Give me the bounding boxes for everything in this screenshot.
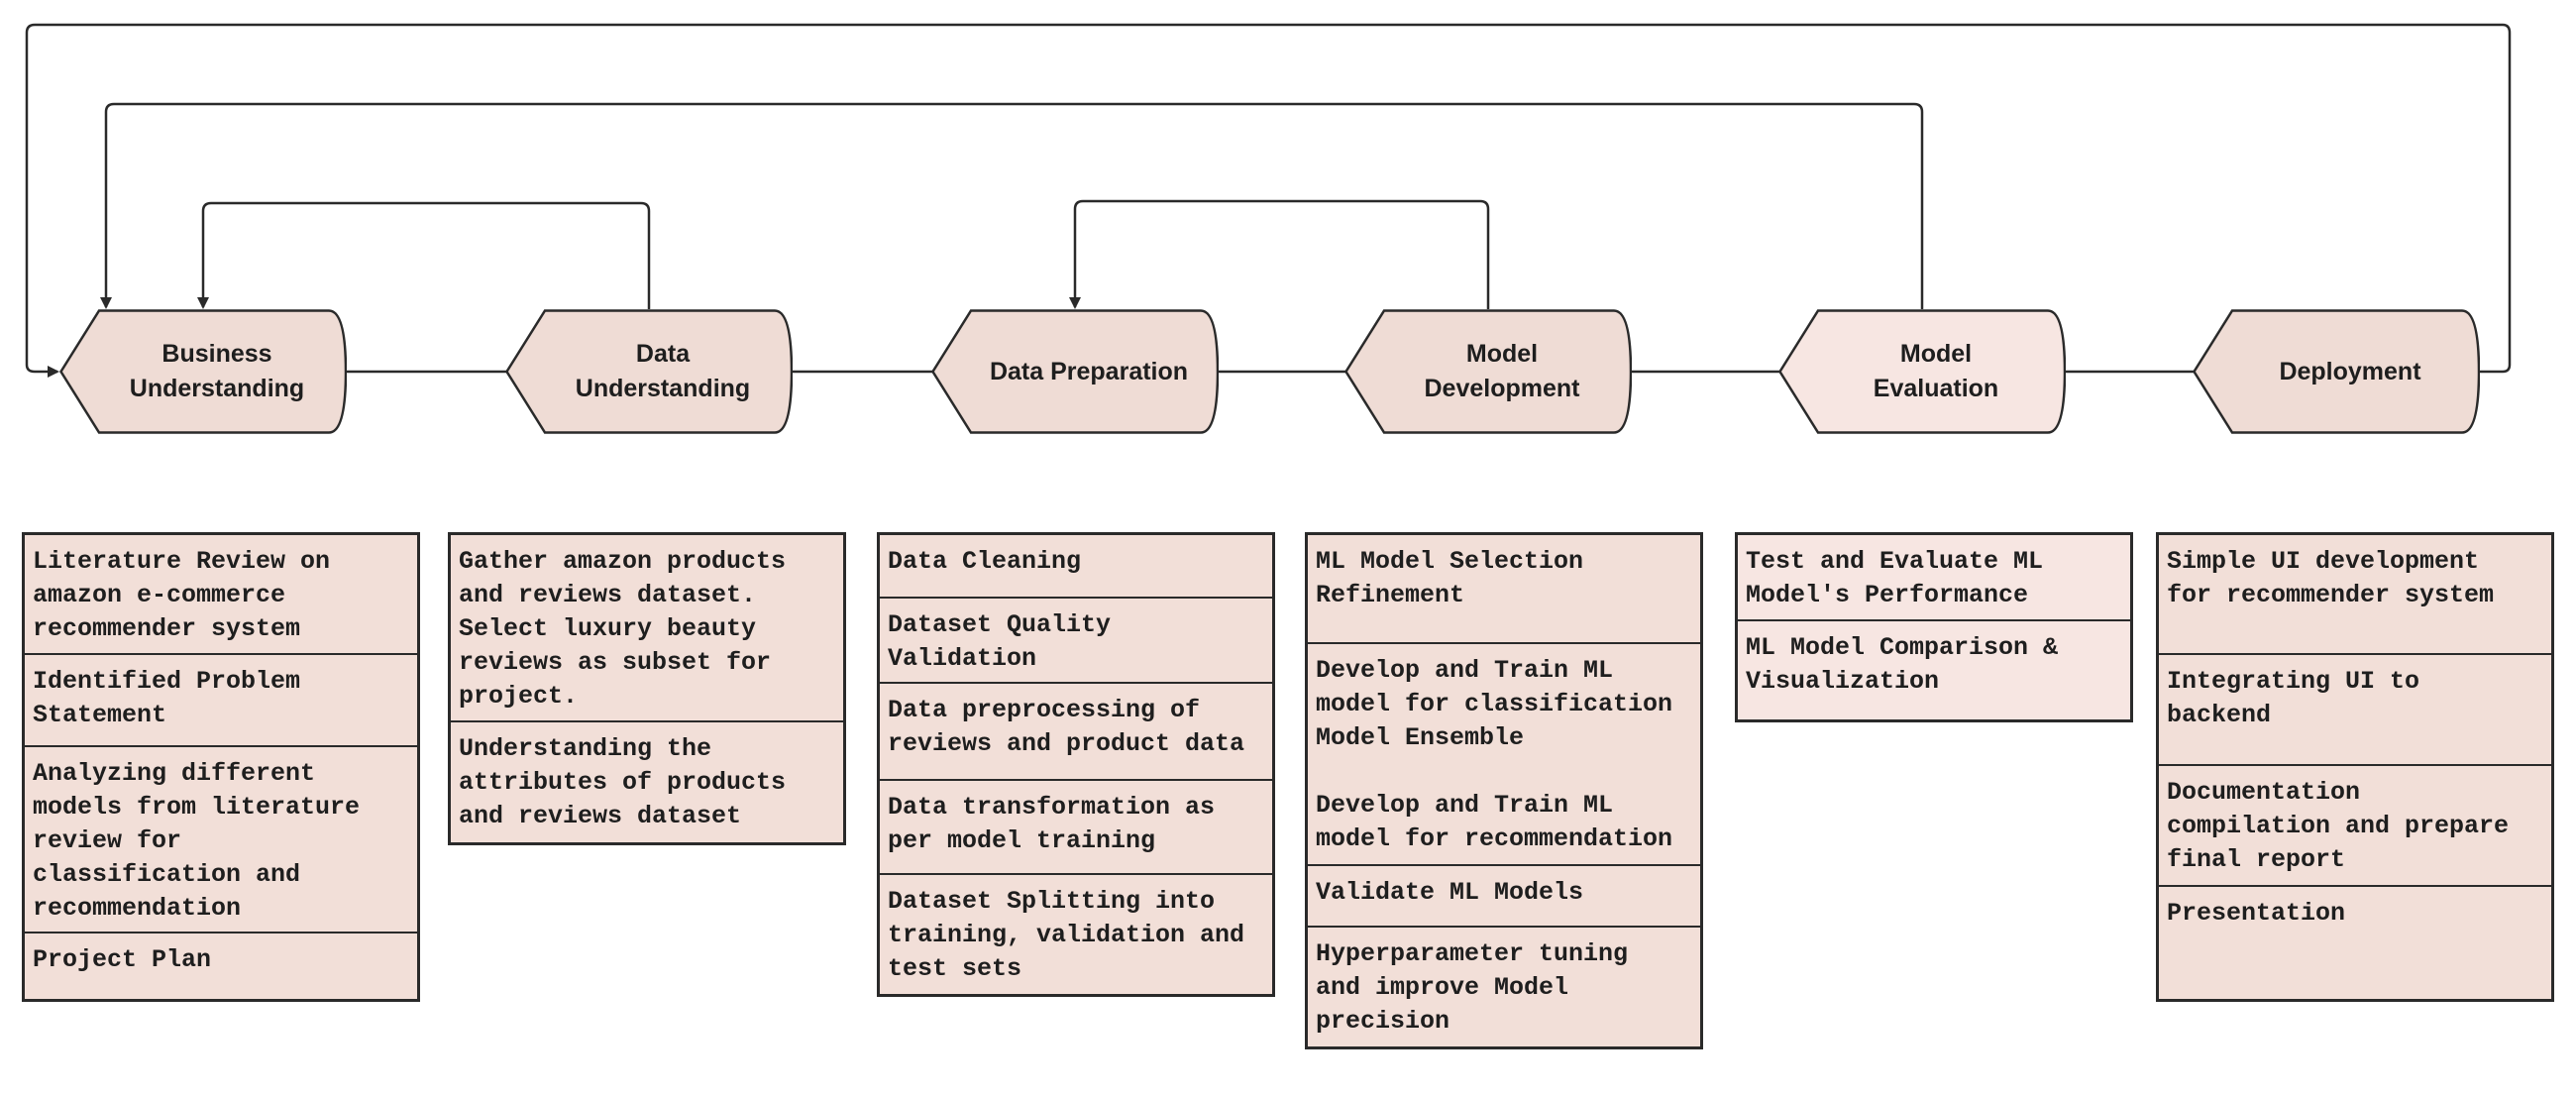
task-item: Validate ML Models: [1308, 866, 1700, 928]
task-item: Hyperparameter tuning and improve Model …: [1308, 928, 1700, 1046]
phase-label: Model Development: [1424, 340, 1580, 402]
phase-shape: [59, 309, 347, 434]
tasks-model-evaluation: Test and Evaluate ML Model's Performance…: [1735, 532, 2133, 722]
phase-shape: [505, 309, 793, 434]
phase-shape: [931, 309, 1219, 434]
task-item: Simple UI development for recommender sy…: [2159, 535, 2551, 655]
phase-label: Data Understanding: [575, 340, 751, 402]
task-item: Presentation: [2159, 887, 2551, 999]
phase-business-understanding: Business Understanding: [59, 309, 347, 434]
phase-label: Data Preparation: [989, 357, 1189, 385]
phase-label: Business Understanding: [129, 340, 305, 402]
task-item: ML Model Selection Refinement: [1308, 535, 1700, 644]
task-item: Data transformation as per model trainin…: [880, 781, 1272, 875]
tasks-business-understanding: Literature Review on amazon e-commerce r…: [22, 532, 420, 1002]
task-item: Data Cleaning: [880, 535, 1272, 599]
task-item: Integrating UI to backend: [2159, 655, 2551, 766]
phase-data-preparation: Data Preparation: [931, 309, 1219, 434]
tasks-model-development: ML Model Selection Refinement Develop an…: [1305, 532, 1703, 1049]
task-item: Understanding the attributes of products…: [451, 722, 843, 842]
task-item: Project Plan: [25, 933, 417, 999]
phase-deployment: Deployment: [2193, 309, 2480, 434]
task-item: Documentation compilation and prepare fi…: [2159, 766, 2551, 887]
task-item: Gather amazon products and reviews datas…: [451, 535, 843, 722]
phase-label: Deployment: [2279, 357, 2421, 385]
loop-development-to-preparation: [1069, 199, 1490, 309]
tasks-data-preparation: Data Cleaning Dataset Quality Validation…: [877, 532, 1275, 997]
tasks-deployment: Simple UI development for recommender sy…: [2156, 532, 2554, 1002]
task-item: Dataset Splitting into training, validat…: [880, 875, 1272, 994]
loop-data-understanding-to-business: [197, 201, 651, 309]
task-item: Identified Problem Statement: [25, 655, 417, 747]
phase-shape: [1344, 309, 1632, 434]
loop-evaluation-to-business: [100, 102, 1924, 309]
task-item: Dataset Quality Validation: [880, 599, 1272, 684]
loop-deployment-to-business: [25, 23, 2512, 378]
task-item: Analyzing different models from literatu…: [25, 747, 417, 933]
phase-shape: [1778, 309, 2066, 434]
task-item: Data preprocessing of reviews and produc…: [880, 684, 1272, 781]
phase-shape: [2193, 309, 2480, 434]
task-item: Literature Review on amazon e-commerce r…: [25, 535, 417, 655]
task-item: ML Model Comparison & Visualization: [1738, 621, 2130, 719]
task-item: Develop and Train ML model for classific…: [1308, 644, 1700, 866]
phase-data-understanding: Data Understanding: [505, 309, 793, 434]
task-item: Test and Evaluate ML Model's Performance: [1738, 535, 2130, 621]
phase-label: Model Evaluation: [1873, 340, 1999, 402]
phase-model-development: Model Development: [1344, 309, 1632, 434]
phase-model-evaluation: Model Evaluation: [1778, 309, 2066, 434]
tasks-data-understanding: Gather amazon products and reviews datas…: [448, 532, 846, 845]
